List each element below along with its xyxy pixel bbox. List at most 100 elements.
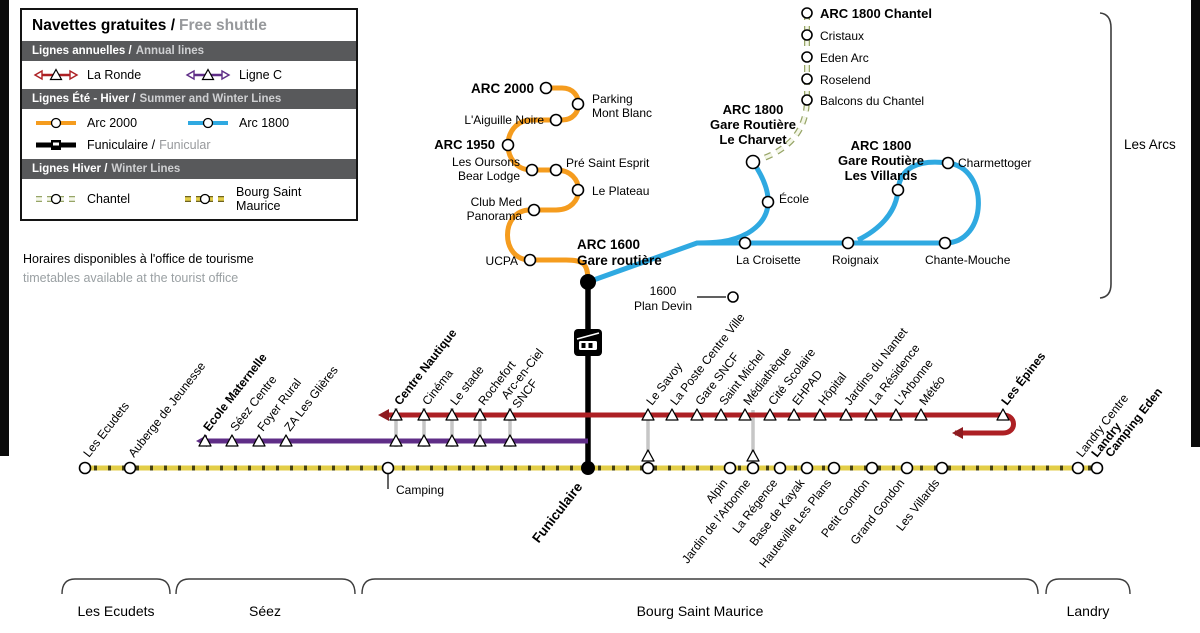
right-edge-bar [1191, 0, 1200, 447]
cite-scolaire-marker [763, 408, 777, 421]
gare-sncf-marker [690, 408, 704, 421]
arc-2000-label: ARC 2000 [471, 81, 534, 96]
arc-1800-charvet-branch [696, 160, 771, 246]
seez-centre-marker [225, 434, 239, 447]
club-med-panorama-stop [527, 203, 541, 217]
legend-item-la-ronde: La Ronde [32, 67, 184, 83]
legend-section-annual-lines: Lignes annuelles /Annual lines [22, 41, 356, 61]
le-savoy-marker [641, 408, 655, 421]
annual-lines-fr: Lignes annuelles / [32, 45, 132, 57]
legend-item-arc-1800: Arc 1800 [184, 115, 289, 131]
jardin-connector-marker [746, 449, 760, 462]
tourist-office-note-fr: Horaires disponibles à l'office de touri… [23, 252, 254, 266]
les-villards-gare-routiere-stop [891, 183, 905, 197]
ehpad-marker [787, 408, 801, 421]
legend-section-summer-winter-lines: Lignes Été - Hiver /Summer and Winter Li… [22, 89, 356, 109]
centre-nautique-c-marker [389, 434, 403, 447]
le-charvet-1-label: ARC 1800 [723, 102, 784, 117]
legend-item-funiculaire: Funiculaire /Funicular [32, 137, 211, 153]
bourg-saint-maurice-line-swatch-icon [181, 191, 229, 207]
roignaix-label: Roignaix [832, 253, 879, 267]
arc-1600-2-label: Gare routière [577, 253, 662, 268]
chante-mouche-stop [938, 236, 952, 250]
petit-gondon-stop [865, 461, 879, 475]
legend-row-annual: La Ronde Ligne C [22, 61, 356, 89]
le-charvet-stop [745, 154, 761, 170]
arc-1950-label: ARC 1950 [434, 137, 495, 152]
bracket-shape-les-ecudets [61, 578, 171, 595]
camping-label: Camping [396, 483, 444, 497]
tourist-office-note: Horaires disponibles à l'office de touri… [23, 250, 254, 289]
left-edge-bar [0, 0, 9, 456]
eden-arc-label: Eden Arc [820, 51, 869, 65]
le-stade-marker [445, 408, 459, 421]
legend-title-en: Free shuttle [179, 17, 267, 34]
winter-lines-fr: Lignes Hiver / [32, 163, 108, 175]
landry-centre-stop [1071, 461, 1085, 475]
pre-saint-esprit-label: Pré Saint Esprit [566, 156, 650, 170]
arc-2000-label: Arc 2000 [87, 116, 138, 130]
ecole-maternelle-marker [198, 434, 212, 447]
parking-mont-blanc-stop [571, 97, 585, 111]
arc-1950-stop [501, 138, 515, 152]
summer-winter-en: Summer and Winter Lines [139, 93, 282, 105]
jardin-de-l-arbonne-stop [746, 461, 760, 475]
jardins-du-nantet-marker [839, 408, 853, 421]
tourist-office-note-en: timetables available at the tourist offi… [23, 271, 239, 286]
arc-en-ciel-c-marker [503, 434, 517, 447]
centre-nautique-marker [389, 408, 403, 421]
eden-arc-stop [801, 51, 813, 63]
funicular-icon [574, 329, 602, 356]
arc-1800-label: Arc 1800 [239, 116, 290, 130]
la-ronde-start-arrow [378, 409, 389, 421]
legend-title-fr: Navettes gratuites / [32, 17, 175, 34]
legend-item-chantel: Chantel [32, 191, 181, 207]
legend-item-ligne-c: Ligne C [184, 67, 282, 83]
arc-2000-stop [539, 81, 553, 95]
la-regence-stop [773, 461, 787, 475]
la-ronde-end-arrow [952, 427, 963, 439]
hopital-marker [813, 408, 827, 421]
les-villards-stop [935, 461, 949, 475]
legend-section-winter-lines: Lignes Hiver /Winter Lines [22, 159, 356, 179]
cristaux-stop [801, 29, 813, 41]
plan-devin-2-label: Plan Devin [634, 299, 692, 313]
legend-row-funicular: Funiculaire /Funicular [22, 137, 356, 159]
club-med-2-label: Panorama [467, 209, 523, 223]
les-epines-marker [996, 408, 1010, 421]
arc-1600-1-label: ARC 1600 [577, 237, 640, 252]
la-ronde-label: La Ronde [87, 68, 142, 82]
les-arcs-bracket [1099, 12, 1112, 299]
les-epines-label: Les Épines [998, 348, 1049, 407]
le-plateau-label: Le Plateau [592, 184, 649, 198]
pre-saint-esprit-stop [549, 163, 563, 177]
arc-1800-loop-line [856, 159, 981, 246]
arc-1600-gare-routiere-stop [580, 274, 596, 290]
les-ecudets-label: Les Ecudets [80, 399, 132, 460]
camping-stop [381, 461, 395, 475]
ligne-c-label: Ligne C [239, 68, 283, 82]
la-croisette-stop [738, 236, 752, 250]
base-de-kayak-stop [800, 461, 814, 475]
alpin-stop [723, 461, 737, 475]
l-arbonne-marker [889, 408, 903, 421]
roignaix-stop [841, 236, 855, 250]
funicular-line-swatch-icon [32, 137, 80, 153]
parking-mont-blanc-1-label: Parking [592, 92, 633, 106]
hauteville-les-plans-stop [827, 461, 841, 475]
balcons-du-chantel-stop [801, 94, 813, 106]
legend-item-arc-2000: Arc 2000 [32, 115, 184, 131]
legend-title: Navettes gratuites /Free shuttle [22, 10, 356, 41]
grand-gondon-stop [900, 461, 914, 475]
meteo-marker [914, 408, 928, 421]
cinema-marker [417, 408, 431, 421]
le-savoy-connection-stop [641, 461, 655, 475]
ecole-label: École [779, 191, 809, 206]
auberge-de-jeunesse-label: Auberge de Jeunesse [125, 359, 208, 460]
la-croisette-label: La Croisette [736, 253, 801, 267]
legend-item-bourg-saint-maurice: Bourg Saint Maurice [181, 185, 346, 213]
ligne-c-line-swatch-icon [184, 67, 232, 83]
arc-1800-chantel-stop [801, 7, 813, 19]
